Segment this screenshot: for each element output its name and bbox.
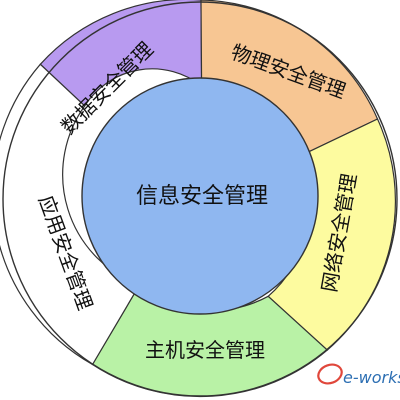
center-label: 信息安全管理 [136, 184, 268, 209]
segment-label-host: 主机安全管理 [145, 338, 265, 362]
center-circle [81, 77, 319, 315]
e-works-logo: e-works [317, 363, 400, 387]
segment-application-security [0, 63, 141, 366]
e-works-wordmark: e-works [343, 368, 400, 387]
